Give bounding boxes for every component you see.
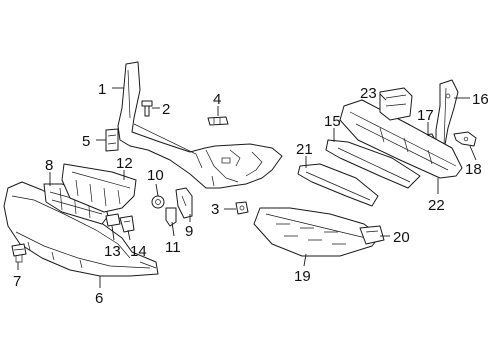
- module-part-23: [379, 87, 413, 121]
- bolt-part-2: [141, 100, 153, 117]
- callout-13: 13: [104, 243, 121, 260]
- callout-23: 23: [360, 85, 377, 102]
- absorber-part-21: [297, 163, 379, 207]
- nut-part-10: [151, 195, 165, 209]
- callout-20: 20: [393, 229, 410, 246]
- deflector-part-12: [61, 163, 137, 213]
- callout-1: 1: [98, 81, 106, 98]
- callout-10: 10: [147, 167, 164, 184]
- clip-part-3: [235, 201, 249, 215]
- callout-19: 19: [294, 268, 311, 285]
- callout-5: 5: [82, 133, 90, 150]
- callout-14: 14: [130, 243, 147, 260]
- callout-labels: 1 2 3 4 5 6 7 8 9 10 11 12 13 14 15 16 1…: [13, 81, 489, 307]
- leader-19: [303, 253, 307, 267]
- leader-10: [155, 183, 159, 197]
- leader-lines: [17, 87, 477, 288]
- bumper-cover-part-1: [117, 61, 283, 189]
- bracket-part-20: [359, 225, 385, 245]
- clip-part-13: [105, 213, 121, 227]
- callout-8: 8: [45, 157, 53, 174]
- bracket-part-14: [119, 215, 135, 233]
- callout-9: 9: [185, 223, 193, 240]
- callout-16: 16: [472, 91, 489, 108]
- leader-13: [111, 225, 115, 241]
- callout-2: 2: [162, 101, 170, 118]
- leader-18: [469, 145, 477, 161]
- leader-14: [127, 229, 131, 241]
- bracket-part-18: [453, 131, 477, 147]
- callout-6: 6: [95, 290, 103, 307]
- callout-15: 15: [324, 113, 341, 130]
- callout-4: 4: [213, 91, 221, 108]
- callout-7: 7: [13, 273, 21, 290]
- absorber-part-15: [325, 139, 421, 189]
- bracket-part-16: [435, 79, 459, 151]
- fastener-part-7: [11, 243, 27, 263]
- leader-23: [379, 93, 387, 101]
- callout-22: 22: [428, 197, 445, 214]
- callout-21: 21: [296, 141, 313, 158]
- callout-12: 12: [116, 155, 133, 172]
- bracket-part-5: [105, 128, 119, 152]
- clip-part-11: [165, 207, 177, 227]
- callout-17: 17: [417, 107, 434, 124]
- leader-11: [171, 221, 175, 237]
- callout-11: 11: [165, 239, 181, 256]
- shield-part-19: [253, 207, 381, 257]
- callout-18: 18: [465, 161, 482, 178]
- bracket-part-4: [207, 116, 229, 126]
- callout-3: 3: [211, 201, 219, 218]
- bracket-part-9: [175, 187, 193, 219]
